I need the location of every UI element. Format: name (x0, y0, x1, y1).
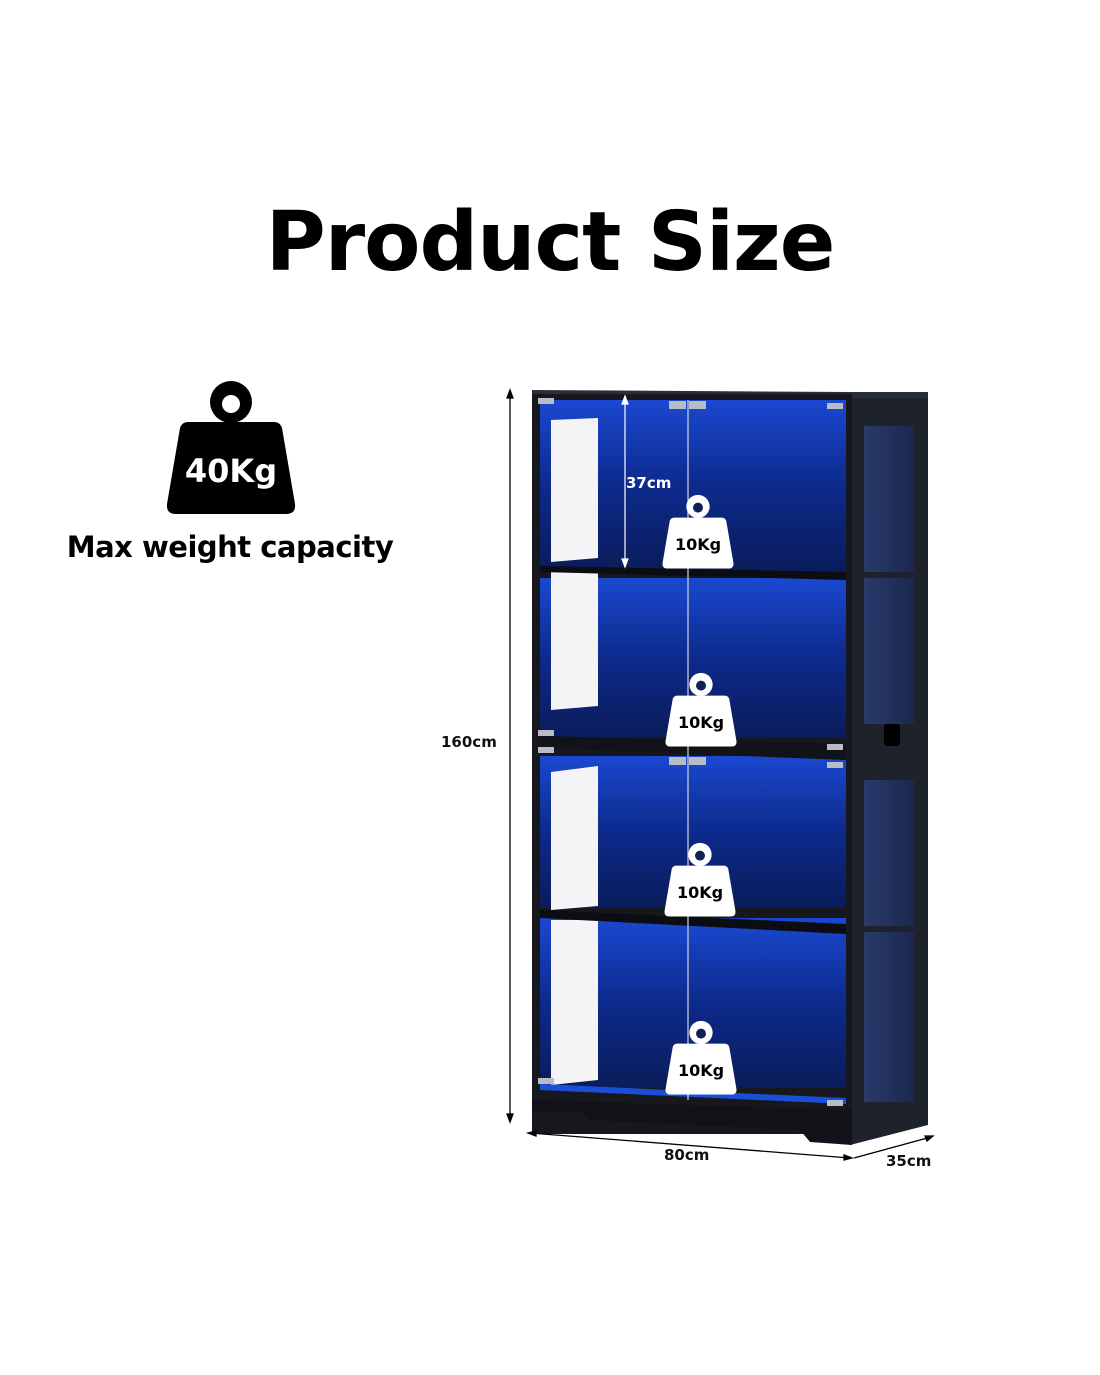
height-label: 160cm (441, 733, 497, 751)
shelf-weight-badge: 10Kg (665, 1020, 737, 1096)
depth-label: 35cm (886, 1152, 932, 1170)
shelf-weight-value: 10Kg (674, 535, 722, 554)
shelf-height-marker (621, 394, 629, 569)
width-label: 80cm (664, 1146, 710, 1164)
height-dimension-line (506, 388, 514, 1124)
shelf-weight-value: 10Kg (677, 1061, 725, 1080)
shelf-weight-badge: 10Kg (665, 672, 737, 748)
shelf-weight-badge: 10Kg (662, 494, 734, 570)
weight-icon (665, 1020, 737, 1095)
max-weight-badge: 40Kg (166, 380, 296, 516)
weight-icon (664, 842, 736, 917)
max-weight-label: Max weight capacity (66, 530, 394, 564)
shelf-weight-badge: 10Kg (664, 842, 736, 918)
width-dimension-line (525, 1130, 855, 1161)
weight-icon (665, 672, 737, 747)
power-outlet-icon (884, 724, 900, 746)
shelf-weight-value: 10Kg (677, 713, 725, 732)
max-weight-value: 40Kg (184, 452, 278, 490)
page-title: Product Size (265, 195, 836, 290)
weight-icon (166, 381, 296, 514)
shelf-height-label: 37cm (626, 474, 672, 492)
shelf-weight-value: 10Kg (676, 883, 724, 902)
weight-icon (662, 494, 734, 569)
depth-dimension-line (853, 1135, 935, 1159)
